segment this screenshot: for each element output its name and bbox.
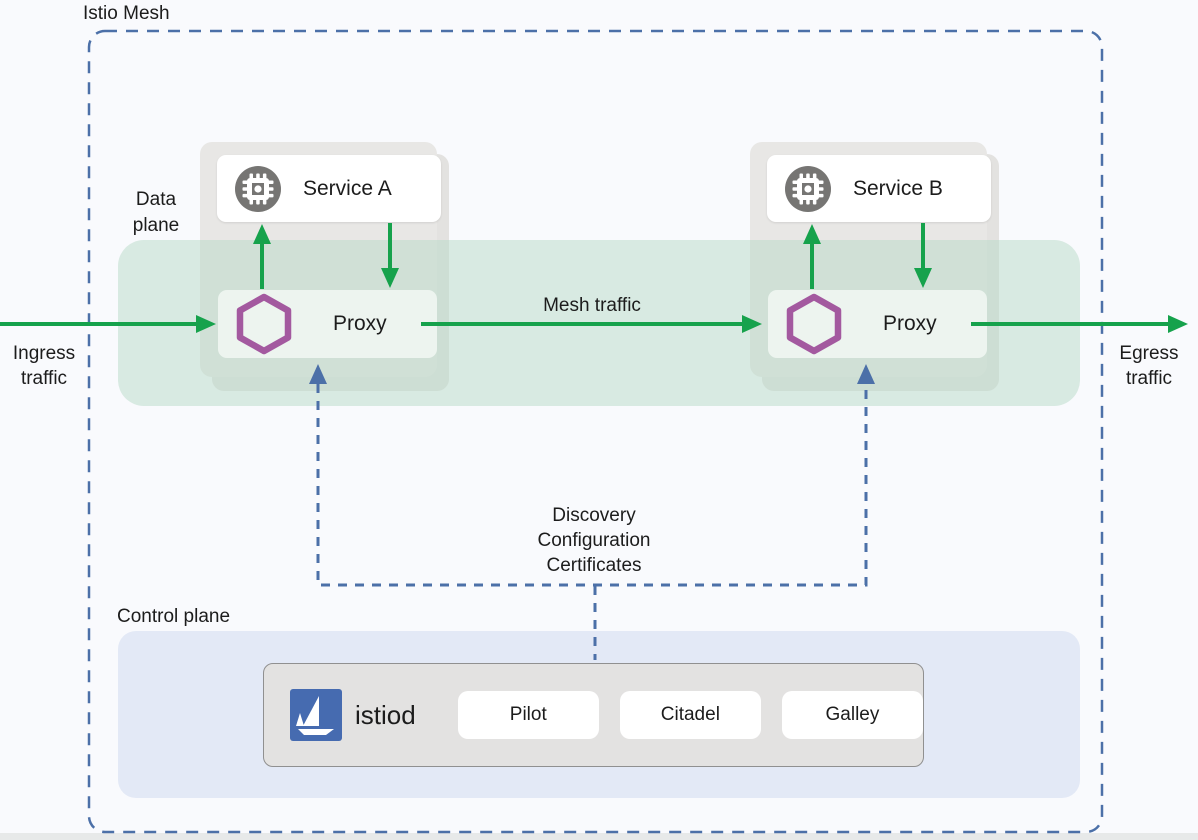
galley-label: Galley bbox=[825, 704, 880, 725]
ingress-label-line2: traffic bbox=[20, 368, 68, 389]
egress-label-line1: Egress bbox=[1119, 343, 1179, 364]
mesh-traffic-label: Mesh traffic bbox=[543, 295, 641, 316]
microchip-icon bbox=[785, 165, 831, 212]
citadel-label: Citadel bbox=[660, 704, 720, 725]
connector-label-line2: Configuration bbox=[537, 530, 651, 551]
discovery-configuration-certificates-label: Discovery Configuration Certificates bbox=[494, 503, 694, 578]
diagram-title: Istio Mesh bbox=[83, 3, 170, 24]
istiod-label: istiod bbox=[355, 699, 416, 730]
hexagon-icon bbox=[235, 293, 293, 355]
component-pilot: Pilot bbox=[457, 691, 599, 739]
egress-label-line2: traffic bbox=[1125, 368, 1173, 389]
service-b-box: Service B bbox=[767, 155, 991, 222]
proxy-a-label: Proxy bbox=[333, 312, 387, 335]
egress-traffic-label: Egress traffic bbox=[1106, 341, 1192, 391]
connector-label-line3: Certificates bbox=[546, 555, 642, 576]
proxy-b-box: Proxy bbox=[768, 290, 987, 358]
hexagon-icon bbox=[785, 293, 843, 355]
window-bottom-edge bbox=[0, 833, 1198, 840]
proxy-b-label: Proxy bbox=[883, 312, 937, 335]
data-plane-label-line1: Data bbox=[135, 189, 177, 210]
microchip-icon bbox=[235, 165, 281, 212]
component-galley: Galley bbox=[781, 691, 923, 739]
control-plane-label: Control plane bbox=[117, 606, 231, 627]
service-a-box: Service A bbox=[217, 155, 441, 222]
istio-sailboat-logo-icon bbox=[290, 689, 342, 741]
pilot-label: Pilot bbox=[509, 704, 547, 725]
data-plane-label: Data plane bbox=[110, 187, 202, 239]
service-b-label: Service B bbox=[853, 176, 943, 200]
istiod-box: istiod Pilot Citadel Galley bbox=[263, 663, 924, 767]
connector-label-line1: Discovery bbox=[552, 505, 636, 526]
data-plane-label-line2: plane bbox=[132, 215, 180, 236]
component-citadel: Citadel bbox=[619, 691, 761, 739]
ingress-traffic-label: Ingress traffic bbox=[2, 341, 86, 391]
service-a-label: Service A bbox=[303, 176, 392, 200]
ingress-label-line1: Ingress bbox=[12, 343, 76, 364]
proxy-a-box: Proxy bbox=[218, 290, 437, 358]
